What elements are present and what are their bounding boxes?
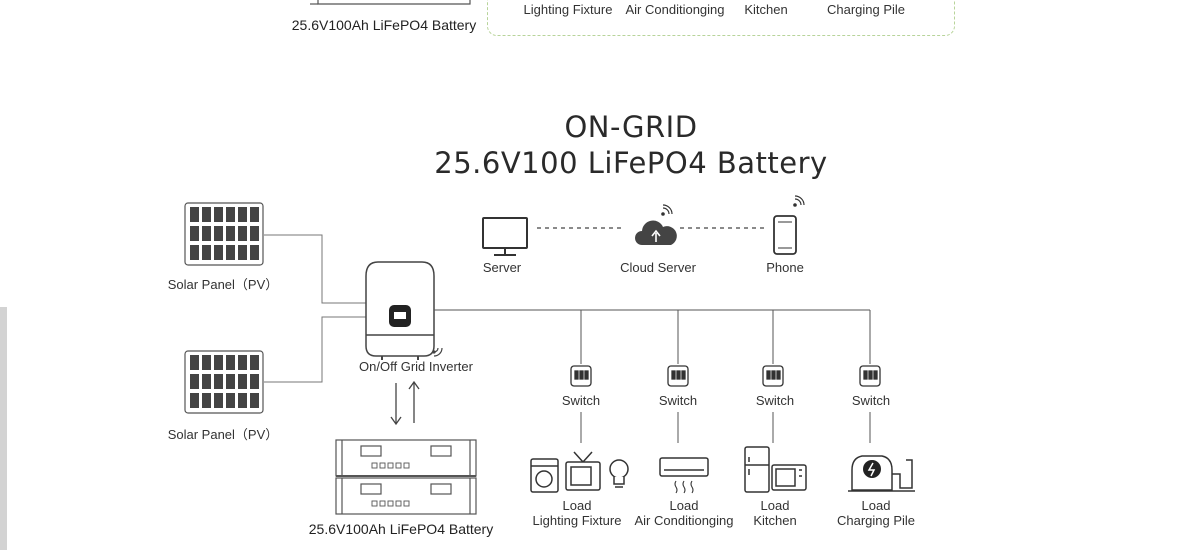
bidirectional-arrows-icon [390, 380, 420, 426]
washing-machine-icon [530, 458, 559, 493]
load-name-ac: Air Conditionging [634, 513, 734, 528]
cloud-icon [635, 220, 677, 245]
top-load-dashed-box [487, 0, 955, 36]
battery-label: 25.6V100Ah LiFePO4 Battery [308, 521, 494, 537]
server-monitor-icon [482, 217, 528, 256]
solar-panel-label-1: Solar Panel（PV） [167, 277, 279, 292]
switch-icon-1 [570, 365, 592, 387]
wifi-icon-cloud [661, 204, 673, 216]
load-bus-wires [434, 309, 871, 443]
inverter-icon [365, 261, 435, 360]
switch-label-2: Switch [658, 393, 698, 408]
ev-charger-icon [848, 455, 915, 492]
tv-icon [565, 451, 601, 491]
switch-icon-2 [667, 365, 689, 387]
left-edge-bar [0, 307, 7, 550]
solar-panel-icon-2 [184, 350, 264, 414]
lightbulb-icon [609, 459, 629, 488]
switch-icon-3 [762, 365, 784, 387]
solar-panel-label-2: Solar Panel（PV） [167, 427, 279, 442]
load-name-charging: Charging Pile [836, 513, 916, 528]
switch-label-4: Switch [851, 393, 891, 408]
top-load-label-lighting: Lighting Fixture [523, 2, 613, 17]
top-load-label-charging: Charging Pile [826, 2, 906, 17]
top-battery-label: 25.6V100Ah LiFePO4 Battery [291, 17, 477, 33]
refrigerator-icon [744, 446, 770, 493]
microwave-icon [771, 464, 807, 491]
load-word-3: Load [760, 498, 790, 513]
page-subtitle: 25.6V100 LiFePO4 Battery [434, 146, 828, 180]
pv-wires [264, 234, 366, 383]
wifi-icon-inverter [432, 347, 443, 357]
switch-icon-4 [859, 365, 881, 387]
load-name-kitchen: Kitchen [753, 513, 797, 528]
inverter-label: On/Off Grid Inverter [359, 359, 473, 374]
load-name-lighting: Lighting Fixture [532, 513, 622, 528]
top-load-label-kitchen: Kitchen [744, 2, 788, 17]
top-battery-icon [310, 0, 471, 5]
load-word-2: Load [669, 498, 699, 513]
cloud-server-label: Cloud Server [620, 260, 696, 275]
load-word-4: Load [861, 498, 891, 513]
load-word-1: Load [562, 498, 592, 513]
battery-stack-icon [335, 439, 477, 515]
top-load-label-ac: Air Conditionging [625, 2, 725, 17]
switch-label-1: Switch [561, 393, 601, 408]
page-title: ON-GRID [564, 110, 698, 144]
server-label: Server [482, 260, 522, 275]
air-conditioner-icon [659, 457, 709, 494]
phone-icon [773, 215, 797, 255]
phone-label: Phone [766, 260, 804, 275]
solar-panel-icon-1 [184, 202, 264, 266]
switch-label-3: Switch [755, 393, 795, 408]
wifi-icon-phone [793, 195, 805, 207]
